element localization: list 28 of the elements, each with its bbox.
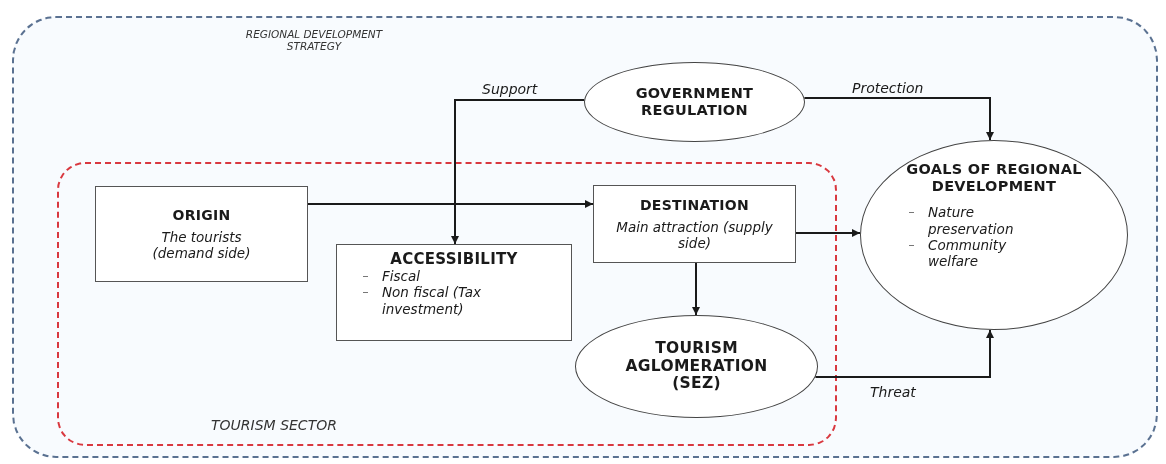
box-heading: DESTINATION [639,196,750,213]
ellipse-heading: GOALS OF REGIONAL DEVELOPMENT [905,161,1083,195]
process-box [336,244,572,341]
list-item: Community welfare [909,236,1053,270]
sector-region [57,162,837,446]
arrow [692,262,700,316]
edge-label: Support [480,81,540,97]
box-text: Main attraction (supply side) [616,218,773,252]
ellipse-heading: GOVERNMENT REGULATION [634,85,755,119]
process-box [95,186,308,282]
arrow [814,328,994,378]
arrow [451,99,586,245]
strategy-region [12,16,1158,458]
arrow [307,200,594,208]
ellipse-heading: TOURISM AGLOMERATION (SEZ) [624,339,769,394]
process-box [593,185,796,263]
list-item: Non fiscal (Tax investment) [363,284,563,317]
region-title: REGIONAL DEVELOPMENT STRATEGY [244,29,384,53]
arrow [803,97,994,142]
box-text: The tourists (demand side) [151,228,252,262]
region-title: TOURISM SECTOR [210,418,338,434]
box-heading: ORIGIN [172,206,231,223]
list-item: Fiscal [363,268,563,285]
edge-label: Protection [850,80,926,96]
list-item: Nature preservation [909,204,1053,237]
edge-label: Threat [868,384,918,400]
arrow [795,229,862,237]
box-heading: ACCESSIBILITY [390,251,518,269]
